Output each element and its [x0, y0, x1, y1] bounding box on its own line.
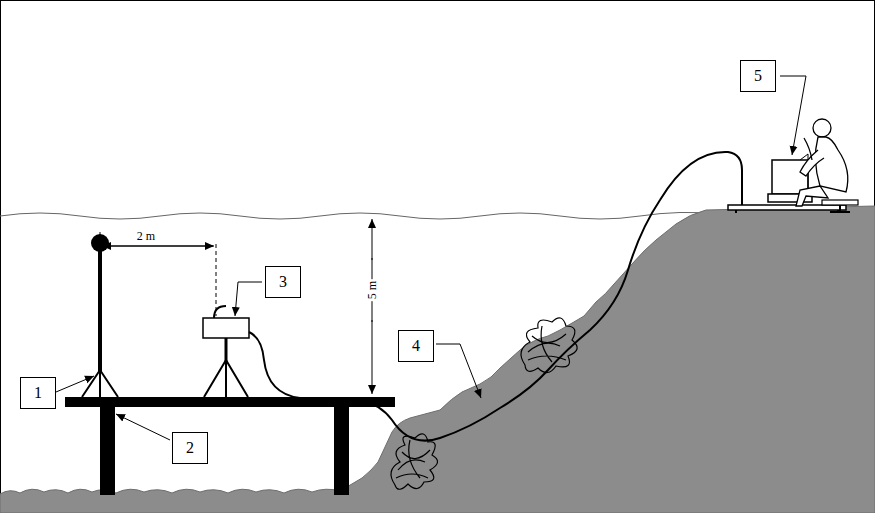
platform-leg — [334, 407, 349, 495]
stand-tripod — [82, 370, 118, 397]
platform-top — [65, 397, 395, 407]
dimension-line — [372, 320, 373, 394]
seaweed — [391, 318, 577, 489]
dimension-line — [372, 219, 373, 260]
leader-arrow — [116, 414, 170, 440]
cable — [249, 152, 742, 441]
sound-source — [91, 234, 109, 252]
dimension-line — [102, 246, 213, 247]
receiver-housing — [203, 318, 249, 338]
leader-arrow — [780, 76, 806, 155]
water-surface — [0, 212, 720, 219]
platform-leg — [100, 407, 115, 495]
tripod-post — [225, 338, 228, 362]
dimension-label: 5 m — [365, 279, 379, 301]
stool — [822, 200, 858, 205]
callout-number: 5 — [740, 60, 776, 92]
stand-pole — [98, 250, 102, 372]
callout-number: 2 — [172, 432, 208, 464]
reference-line — [216, 244, 217, 316]
leader-arrow — [436, 344, 481, 398]
desk — [728, 205, 846, 210]
receiver-tripod — [204, 360, 248, 397]
dimension-label: 2 m — [135, 229, 157, 243]
callout-number: 1 — [20, 377, 56, 409]
callout-number: 3 — [265, 266, 301, 298]
seabed — [0, 206, 875, 513]
callout-number: 4 — [398, 330, 434, 362]
dimension-line — [103, 246, 214, 247]
operator — [796, 119, 848, 206]
leader-arrow — [235, 282, 262, 316]
leader-arrow — [56, 376, 94, 392]
